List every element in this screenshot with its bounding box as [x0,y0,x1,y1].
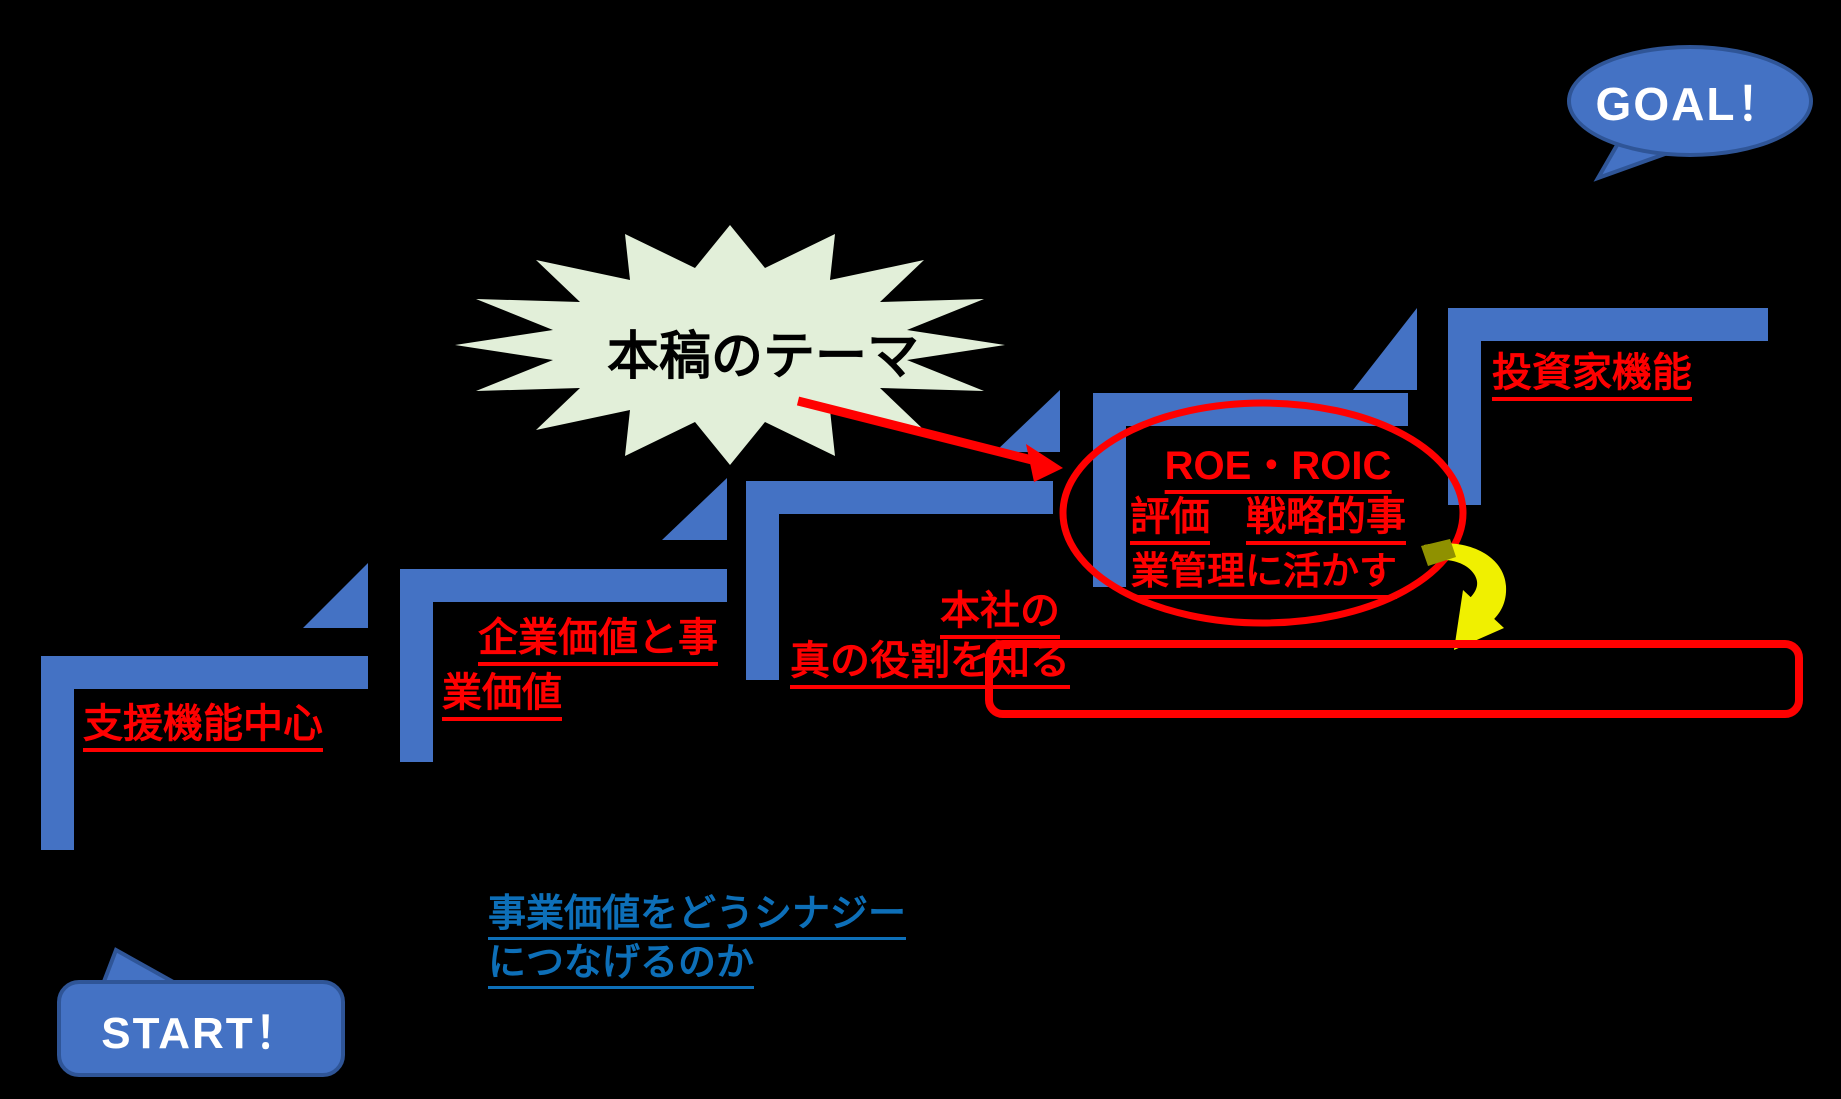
synergy-note-line1: 事業価値をどうシナジー [488,895,907,940]
theme-arrow-head [1026,444,1063,482]
starburst-label: 本稿のテーマ [607,331,919,383]
ellipse-note-line2-right-text: 戦略的事 [1246,497,1406,545]
empty-highlight-box [985,640,1803,718]
step1-label: 支援機能中心 [83,704,323,752]
step2-label-line2: 業価値 [442,673,562,721]
step3-label-line1-text: 本社の [940,591,1060,639]
step1-horizontal-bar [41,656,368,689]
step1-label-text: 支援機能中心 [83,704,323,752]
ellipse-note-line2: 評価戦略的事 [1130,497,1406,545]
step2-label-line2-text: 業価値 [442,673,562,721]
ellipse-note-line2-left-text: 評価 [1130,497,1210,545]
yellow-arrow-body [1424,543,1507,622]
step-wedge-4 [1353,308,1417,390]
step3-horizontal-bar [746,481,1053,514]
synergy-note-line2-text: につなげるのか [488,944,755,989]
yellow-arrow-overlap [1421,539,1456,566]
synergy-note-line2: につなげるのか [488,944,755,989]
step2-vertical-bar [400,569,433,762]
step3-label-line1: 本社の [940,591,1060,639]
ellipse-note-line1: ROE・ROIC [1164,446,1392,494]
goal-bubble: GOAL！ [1567,45,1813,157]
step3-label-line2-text: 真の役割を知る [790,641,1070,689]
step-wedge-3 [995,390,1060,452]
goal-bubble-label: GOAL！ [1595,78,1785,130]
yellow-arrow-head [1454,590,1504,650]
ellipse-note-line1-text: ROE・ROIC [1164,446,1392,494]
step2-label-line1-text: 企業価値と事 [478,618,718,666]
highlight-ellipse-ring [1059,399,1467,627]
start-bubble: START！ [57,980,345,1077]
ellipse-note-line3-text: 業管理に活かす [1130,553,1398,599]
step2-horizontal-bar [400,569,727,602]
step5-vertical-bar [1448,308,1481,505]
step5-label-text: 投資家機能 [1492,353,1692,401]
theme-arrow-line [796,396,1038,466]
starburst-shape [455,225,1005,465]
step3-label-line2: 真の役割を知る [790,641,1070,689]
ellipse-note-line3: 業管理に活かす [1130,553,1398,599]
step4-vertical-bar [1093,393,1126,587]
step2-label-line1: 企業価値と事 [478,618,718,666]
starburst-label-text: 本稿のテーマ [606,328,920,386]
synergy-note-line1-text: 事業価値をどうシナジー [488,895,907,940]
step5-horizontal-bar [1448,308,1768,341]
step-wedge-1 [303,563,368,628]
start-bubble-label: START！ [101,1008,301,1058]
step5-label: 投資家機能 [1492,353,1692,401]
step-wedge-2 [662,478,727,540]
step3-vertical-bar [746,481,779,680]
step1-vertical-bar [41,656,74,850]
